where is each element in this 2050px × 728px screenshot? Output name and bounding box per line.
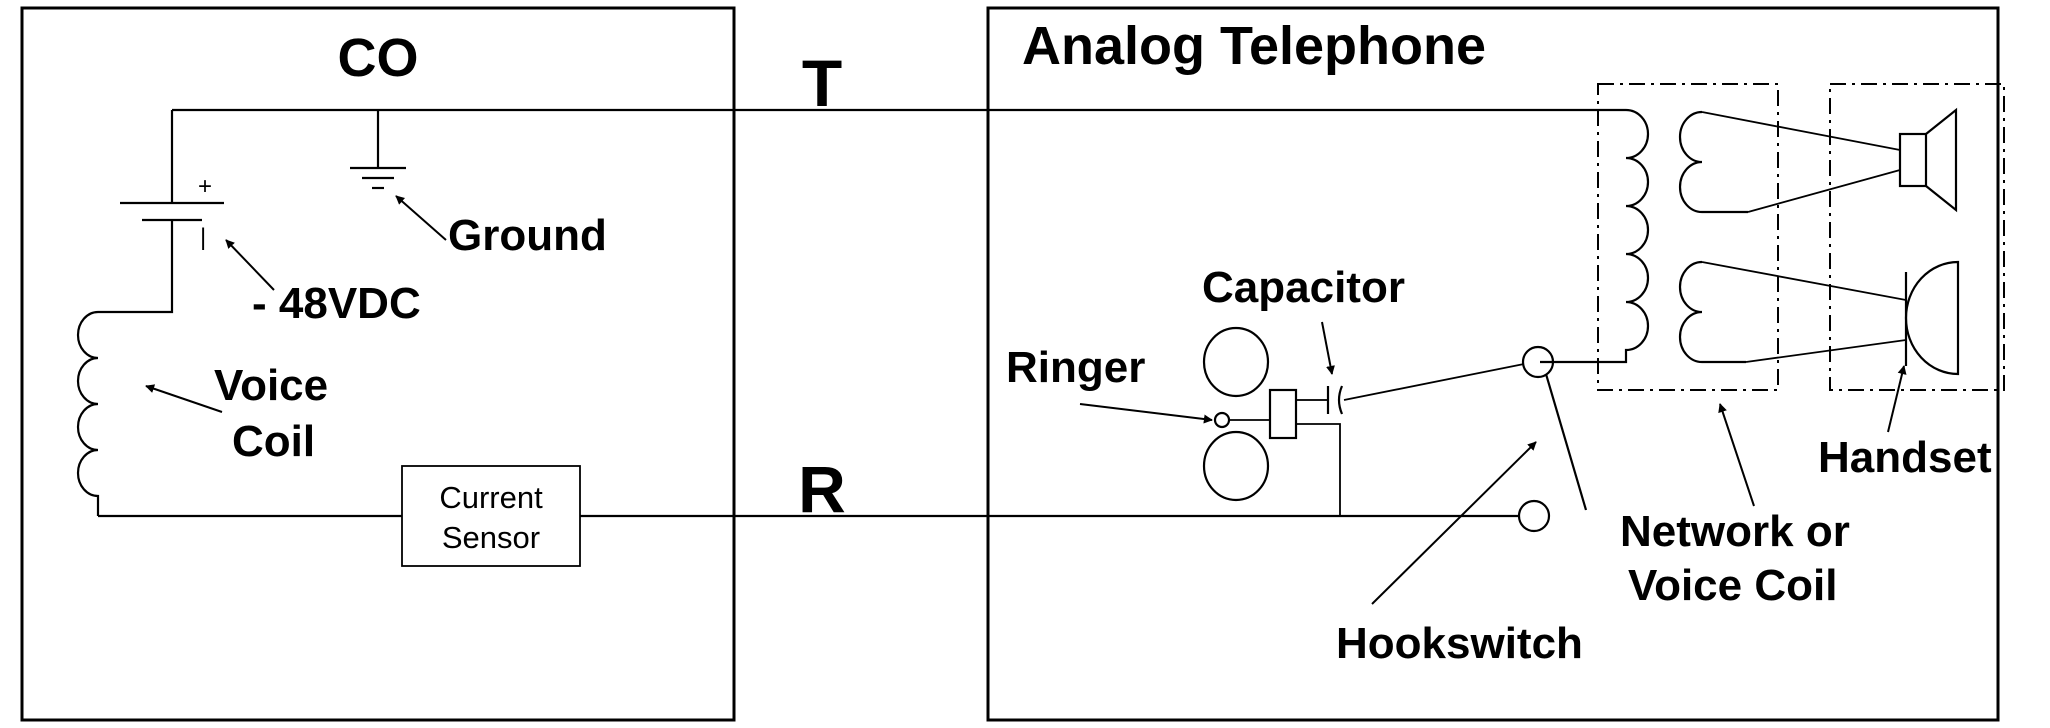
network-label-line1: Network or: [1620, 507, 1850, 556]
svg-text:Current: Current: [439, 480, 543, 515]
battery-arrow: [225, 239, 275, 291]
handset-arrow: [1887, 365, 1907, 433]
phone-box: [986, 6, 2000, 722]
transmitter-microphone-symbol: [1904, 260, 1960, 376]
network-secondary-bottom: [1678, 260, 1746, 364]
voice-coil-arrow: [145, 384, 223, 413]
ground-arrow: [395, 195, 447, 241]
battery-voltage-label: - 48VDC: [252, 279, 421, 328]
current-sensor: Current Sensor: [401, 465, 581, 567]
voice-coil-label-line2: Coil: [232, 417, 315, 466]
hookswitch-symbol: [1517, 345, 1588, 533]
handset-label: Handset: [1818, 433, 1992, 482]
ringer-symbol: [1202, 326, 1341, 516]
network-label-line2: Voice Coil: [1628, 561, 1837, 610]
capacitor-symbol: [1312, 385, 1344, 415]
voice-coil-label-line1: Voice: [214, 361, 328, 410]
ringer-arrow: [1079, 403, 1213, 424]
tip-label: T: [802, 46, 842, 120]
receiver-speaker-symbol: [1898, 107, 1958, 213]
svg-text:Sensor: Sensor: [442, 520, 540, 555]
hookswitch-arrow: [1371, 441, 1537, 605]
svg-text:+: +: [198, 173, 212, 200]
phone-title: Analog Telephone: [1022, 16, 1486, 76]
network-to-transmitter: [1701, 261, 1907, 363]
co-voice-coil: [76, 310, 100, 516]
capacitor-label: Capacitor: [1202, 263, 1405, 312]
ground-symbol: [350, 110, 406, 190]
ring-label: R: [798, 452, 846, 526]
capacitor-arrow: [1321, 321, 1335, 375]
co-title: CO: [338, 28, 419, 88]
co-box: [20, 6, 736, 722]
ground-label: Ground: [448, 211, 607, 260]
hookswitch-to-capacitor-wire: [1343, 363, 1525, 401]
hookswitch-label: Hookswitch: [1336, 619, 1583, 668]
svg-text:|: |: [200, 224, 206, 251]
network-secondary-top: [1678, 110, 1748, 214]
network-region: [1597, 83, 1779, 391]
network-primary-winding: [1540, 108, 1650, 364]
network-to-receiver: [1701, 111, 1901, 213]
handset-region: [1829, 83, 2005, 391]
network-arrow: [1718, 403, 1755, 507]
ringer-label: Ringer: [1006, 343, 1145, 392]
battery-symbol: + |: [98, 110, 224, 314]
